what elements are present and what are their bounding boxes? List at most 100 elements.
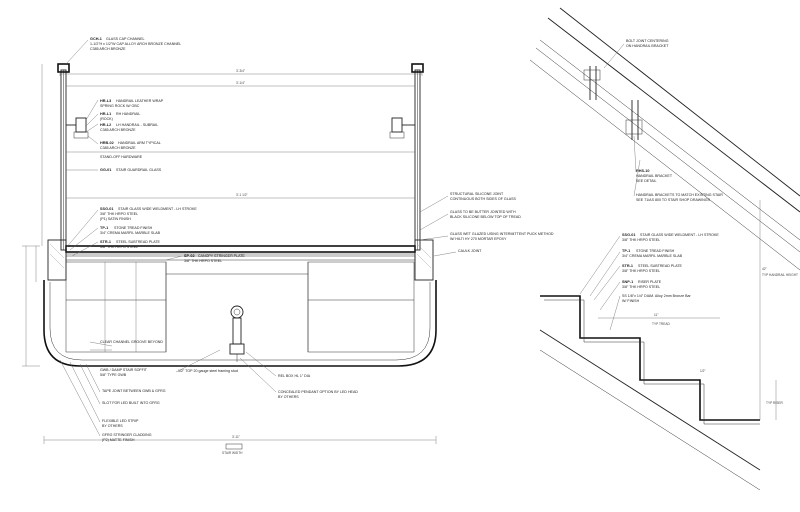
svg-text:(P2) MATTE FINISH: (P2) MATTE FINISH — [102, 438, 135, 442]
svg-text:1-1/2"H x 1/2"W CAP ALLOY ARCH: 1-1/2"H x 1/2"W CAP ALLOY ARCH BRONZE CH… — [90, 42, 181, 46]
side-dimensions — [22, 64, 43, 367]
svg-text:BY OTHERS: BY OTHERS — [278, 395, 299, 399]
svg-text:STONE TREAD FINISH: STONE TREAD FINISH — [636, 249, 675, 253]
svg-text:CONTINUOUS BOTH SIDES OF GLASS: CONTINUOUS BOTH SIDES OF GLASS — [450, 197, 516, 201]
svg-text:STR-1: STR-1 — [100, 240, 111, 244]
svg-text:GG-01: GG-01 — [100, 168, 111, 172]
center-callouts: SSG-01 STAIR GLASS WIDE WELDMENT - LH ST… — [100, 207, 245, 263]
stair-section-detail: 3'-3/4" 3'-1/4" 3'-1 1/2" — [22, 39, 457, 455]
svg-text:C385 ARCH BRONZE: C385 ARCH BRONZE — [100, 146, 136, 150]
svg-text:STEEL SUBTREAD PLATE: STEEL SUBTREAD PLATE — [638, 264, 683, 268]
svg-text:STAIR GLASS WIDE WELDMENT - LH: STAIR GLASS WIDE WELDMENT - LH STROKE — [640, 233, 719, 237]
stair-callouts: BOLT JOINT CENTERING ON HANDRAIL BRACKET… — [622, 39, 723, 303]
svg-text:HR-L2: HR-L2 — [100, 123, 111, 127]
svg-text:STR-1: STR-1 — [622, 264, 633, 268]
top-dimensions: 3'-3/4" 3'-1/4" 3'-1 1/2" — [59, 69, 423, 199]
svg-text:SSG-01: SSG-01 — [622, 233, 636, 237]
svg-text:RH HANDRAIL: RH HANDRAIL — [116, 112, 140, 116]
svg-text:TAPE JOINT BETWEEN GWB & GFRG: TAPE JOINT BETWEEN GWB & GFRG — [102, 389, 166, 393]
svg-text:RISER PLATE: RISER PLATE — [638, 280, 662, 284]
svg-text:SPRING ROCK W/ OBC: SPRING ROCK W/ OBC — [100, 104, 140, 108]
svg-text:HANDRAIL LEATHER WRAP: HANDRAIL LEATHER WRAP — [116, 99, 164, 103]
svg-text:RHS-10: RHS-10 — [636, 169, 650, 173]
svg-text:HANDRAIL ARM TYPICAL: HANDRAIL ARM TYPICAL — [118, 141, 161, 145]
svg-text:LH HANDRAIL - SUBRAIL: LH HANDRAIL - SUBRAIL — [116, 123, 158, 127]
svg-text:SP-02: SP-02 — [184, 254, 195, 258]
svg-text:HR-L1: HR-L1 — [100, 112, 111, 116]
svg-text:FLEXIBLE LED STRIP: FLEXIBLE LED STRIP — [102, 419, 139, 423]
dim-tread-depth: 11" — [654, 313, 658, 317]
svg-text:BY OTHERS: BY OTHERS — [102, 424, 123, 428]
svg-text:GLASS TO BE BUTTER JOINTED WIT: GLASS TO BE BUTTER JOINTED WITH — [450, 210, 516, 214]
svg-text:CONCEALED PENDANT OPTION BY LE: CONCEALED PENDANT OPTION BY LED HEAD — [278, 390, 358, 394]
svg-text:STAIR GLASS WIDE WELDMENT - LH: STAIR GLASS WIDE WELDMENT - LH STROKE — [118, 207, 197, 211]
svg-text:STRUCTURAL SILICONE JOINT: STRUCTURAL SILICONE JOINT — [450, 192, 504, 196]
dim-stair-width: STAIR WIDTH — [222, 451, 243, 455]
left-handrail — [66, 117, 89, 139]
svg-text:SLOT FOR LED BUILT INTO GFRG: SLOT FOR LED BUILT INTO GFRG — [102, 401, 160, 405]
svg-text:C385 ARCH BRONZE: C385 ARCH BRONZE — [90, 47, 126, 51]
svg-text:HANDRAIL BRACKET: HANDRAIL BRACKET — [636, 174, 673, 178]
stair-steps — [540, 295, 760, 421]
gfrg-stringer-cladding — [43, 280, 437, 367]
svg-text:SNP-1: SNP-1 — [622, 280, 633, 284]
svg-text:HANDRAIL BRACKETS TO MATCH EXI: HANDRAIL BRACKETS TO MATCH EXISTING STAI… — [636, 193, 723, 197]
svg-text:3/8" THK HRPO STEEL: 3/8" THK HRPO STEEL — [100, 245, 138, 249]
callout-gch-tag: GCH-1 — [90, 37, 102, 41]
svg-text:W/ FINISH: W/ FINISH — [622, 299, 640, 303]
svg-text:STAND-OFF HARDWARE: STAND-OFF HARDWARE — [100, 155, 143, 159]
callout-gch-text: GLASS CAP CHANNEL — [106, 37, 144, 41]
stair-elevation-detail: 11" TYP TREAD 42" TYP HANDRAIL HEIGHT TY… — [529, 7, 800, 491]
svg-text:BOLT JOINT CENTERING: BOLT JOINT CENTERING — [626, 39, 669, 43]
pendant-light-icon — [229, 305, 245, 362]
dim-handrail-height: TYP HANDRAIL HEIGHT — [762, 273, 798, 277]
dim-glass-height: 42" — [762, 267, 767, 271]
svg-text:TP-1: TP-1 — [622, 249, 630, 253]
svg-text:TP-1: TP-1 — [100, 226, 108, 230]
elevation-dimensions: 11" TYP TREAD 42" TYP HANDRAIL HEIGHT TY… — [598, 200, 798, 420]
bottom-callouts: CLEAR CHANNEL GROOVE BEYOND 1/2" TOP 20 … — [100, 340, 358, 442]
right-callouts: STRUCTURAL SILICONE JOINT CONTINUOUS BOT… — [450, 192, 554, 253]
svg-text:(P1) SATIN FINISH: (P1) SATIN FINISH — [100, 217, 131, 221]
elevation-leaders — [579, 43, 641, 331]
dim-riser: TYP RISER — [766, 401, 783, 405]
svg-text:3/8" THK HRPO STEEL: 3/8" THK HRPO STEEL — [184, 259, 222, 263]
tread-assembly — [47, 239, 434, 281]
svg-text:BLACK SILICONE BELOW TOP OF TR: BLACK SILICONE BELOW TOP OF TREAD — [450, 215, 521, 219]
svg-text:3/8" THK HRPO STEEL: 3/8" THK HRPO STEEL — [622, 238, 660, 242]
right-handrail — [389, 117, 415, 139]
svg-text:3/4" CREMA MARFIL MARBLE SLAB: 3/4" CREMA MARFIL MARBLE SLAB — [100, 231, 161, 235]
svg-text:CAULK JOINT: CAULK JOINT — [458, 249, 482, 253]
svg-text:GWB / DAMP STAIR SOFFIT: GWB / DAMP STAIR SOFFIT — [100, 368, 148, 372]
bottom-dimension: 3'-11" STAIR WIDTH — [43, 435, 437, 455]
svg-text:CLEAR CHANNEL GROOVE BEYOND: CLEAR CHANNEL GROOVE BEYOND — [100, 340, 163, 344]
svg-text:SS 1/8"x 1/4" DIAM. Alloy 2mm: SS 1/8"x 1/4" DIAM. Alloy 2mm Bronze Bar — [622, 294, 691, 298]
left-callouts: GCH-1 GLASS CAP CHANNEL 1-1/2"H x 1/2"W … — [90, 37, 181, 172]
svg-text:STEEL SUBTREAD PLATE: STEEL SUBTREAD PLATE — [116, 240, 161, 244]
svg-text:C385 ARCH BRONZE: C385 ARCH BRONZE — [100, 128, 136, 132]
svg-text:W/ HILTI HY 270 MORTAR EPOXY: W/ HILTI HY 270 MORTAR EPOXY — [450, 237, 507, 241]
svg-text:3/8" THK HRPO STEEL: 3/8" THK HRPO STEEL — [622, 285, 660, 289]
svg-text:(ROCK): (ROCK) — [100, 117, 113, 121]
svg-text:SEE DETAIL: SEE DETAIL — [636, 179, 657, 183]
dim-glass-span: 3'-1 1/2" — [236, 193, 248, 197]
svg-text:3/8" THK HRPO STEEL: 3/8" THK HRPO STEEL — [100, 212, 138, 216]
svg-text:STAIR GUARDRAIL GLASS: STAIR GUARDRAIL GLASS — [116, 168, 162, 172]
dim-nosing: 1/2" — [700, 369, 706, 373]
svg-text:HRB-02: HRB-02 — [100, 141, 114, 145]
svg-text:HR-L3: HR-L3 — [100, 99, 111, 103]
callout-leaders — [59, 39, 457, 437]
dim-inner-top: 3'-1/4" — [236, 81, 245, 85]
right-cap-channel — [411, 63, 424, 73]
left-cap-channel — [57, 63, 70, 73]
dim-typ-tread: TYP TREAD — [652, 322, 670, 326]
svg-text:CANOPY STRINGER PLATE: CANOPY STRINGER PLATE — [198, 254, 245, 258]
svg-text:3/4" CREMA MARFIL MARBLE SLAB: 3/4" CREMA MARFIL MARBLE SLAB — [622, 254, 683, 258]
svg-text:GFRG STRINGER CLADDING: GFRG STRINGER CLADDING — [102, 433, 152, 437]
svg-text:5/8" TYPE GWB: 5/8" TYPE GWB — [100, 373, 127, 377]
svg-text:STONE TREAD FINISH: STONE TREAD FINISH — [114, 226, 153, 230]
stringer-framing — [65, 261, 415, 353]
svg-text:SEE 71/AS 800 TO STAIR SHOP DR: SEE 71/AS 800 TO STAIR SHOP DRAWINGS — [636, 198, 710, 202]
